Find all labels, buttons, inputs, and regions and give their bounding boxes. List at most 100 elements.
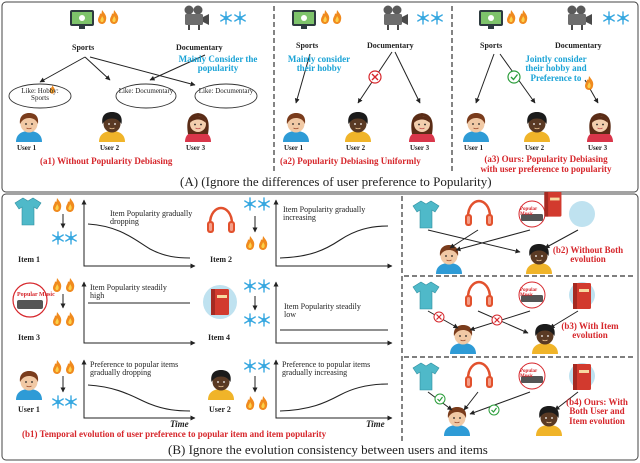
curve-item2-increasing (279, 225, 389, 259)
item3-music-text: Popular Music (17, 292, 55, 298)
b3-tshirt-icon (412, 281, 440, 310)
b4-title: (b4) Ours: With Both User and Item evolu… (566, 397, 628, 426)
b4-check-icons (434, 393, 500, 416)
b3-book-icon (569, 282, 595, 309)
a1-bubble-3 (194, 83, 258, 109)
user2-trend-icons (244, 359, 270, 410)
a1-bubble-2 (115, 83, 177, 109)
item4-trend-icons (244, 279, 270, 327)
user2-evolution-avatar (207, 369, 235, 401)
a3-user2-label: User 2 (525, 144, 545, 152)
b2-title: (b2) Without Both evolution (552, 245, 624, 265)
b4-tshirt-icon (412, 362, 440, 391)
user1-trend-icons (52, 360, 77, 409)
a1-documentary-label: Documentary (176, 43, 223, 52)
a3-user3-avatar (586, 112, 614, 143)
chart-item3-label: Item Popularity steadily high (90, 283, 167, 301)
a3-check-icon (507, 70, 521, 84)
a3-user1-label: User 1 (464, 144, 484, 152)
a3-user2-avatar (523, 111, 551, 143)
a1-bubble-1 (8, 83, 72, 109)
a1-user2-label: User 2 (100, 144, 120, 152)
a1-user1-avatar (15, 112, 43, 143)
a3-user3-label: User 3 (588, 144, 608, 152)
curve-item1-dropping (87, 223, 191, 259)
a2-user2-avatar (344, 111, 372, 143)
item3-label: Item 3 (18, 333, 40, 342)
a1-title: (a1) Without Popularity Debiasing (40, 156, 173, 166)
item1-tshirt-icon (14, 197, 42, 226)
b3-title: (b3) With Item evolution (561, 321, 619, 341)
a1-sports-icon (70, 10, 119, 29)
curve-user1-dropping (87, 384, 191, 412)
user2-label: User 2 (209, 405, 231, 414)
user1-label: User 1 (18, 405, 40, 414)
a1-arrows (39, 54, 206, 87)
b4-music-text: Popular Music (520, 369, 538, 380)
chart-axes (81, 199, 393, 421)
a2-user1-avatar (282, 112, 310, 143)
chart-item1-label: Item Popularity gradually dropping (110, 209, 193, 227)
a1-user3-avatar (184, 112, 212, 143)
a3-title-line1: (a3) Ours: Popularity Debiasing (484, 154, 608, 164)
a2-sports-label: Sports (296, 41, 319, 50)
b2-tshirt-icon (412, 200, 440, 229)
item2-label: Item 2 (210, 255, 232, 264)
a1-user1-label: User 1 (17, 144, 37, 152)
a2-title: (a2) Popularity Debiasing Uniformly (280, 156, 421, 166)
b4-user1-avatar (443, 406, 471, 437)
a2-user3-avatar (408, 112, 436, 143)
a1-user2-avatar (98, 111, 126, 143)
item1-trend-icons (52, 198, 77, 245)
a3-sports-icon (479, 10, 528, 29)
panel-a-frame (1, 1, 639, 193)
a1-sports-label: Sports (72, 43, 95, 52)
a3-documentary-icon (567, 5, 629, 30)
a2-sports-icon (292, 10, 342, 29)
item3-music-icon (12, 282, 48, 318)
b4-music-icon (518, 362, 546, 390)
a1-bubble2-text: Like: Documentary (118, 87, 174, 95)
time-axis-label-1: Time (170, 419, 189, 429)
item2-trend-icons (244, 197, 270, 250)
b1-title: (b1) Temporal evolution of user preferen… (22, 429, 327, 439)
a1-bubble1-text: Like: Hobby: Sports (21, 87, 59, 103)
b2-music-icon (518, 200, 546, 228)
b3-headphone-icon (463, 280, 495, 309)
a2-user3-label: User 3 (410, 144, 430, 152)
b4-headphone-icon (463, 361, 495, 390)
chart-item2-label: Item Popularity gradually increasing (283, 205, 366, 223)
b2-music-text: Popular Music (520, 207, 538, 218)
b3-cross-icons (433, 311, 503, 326)
panel-a-caption: (A) (Ignore the differences of user pref… (180, 174, 492, 189)
a3-documentary-label: Documentary (555, 41, 602, 50)
a2-user1-label: User 1 (284, 144, 304, 152)
a3-note: Jointly consider their hobby and Prefere… (525, 54, 587, 83)
a2-documentary-icon (383, 5, 443, 30)
chart-user1-label: Preference to popular items gradually dr… (90, 360, 179, 378)
panel-b-caption: (B) Ignore the evolution consistency bet… (168, 442, 488, 457)
a1-bubble3-text: Like: Documentary (198, 87, 254, 95)
panel-b-frame (1, 193, 639, 461)
time-axis-label-2: Time (366, 419, 385, 429)
b4-book-icon (569, 363, 595, 390)
a1-user3-label: User 3 (186, 144, 206, 152)
item4-label: Item 4 (208, 333, 230, 342)
a2-note: Mainly consider their hobby (287, 54, 351, 74)
chart-user2-label: Preference to popular items gradually in… (282, 360, 371, 378)
item4-book-icon (203, 285, 237, 319)
b2-headphone-icon (463, 199, 495, 228)
a3-title-line2: with user preference to popularity (480, 164, 612, 174)
a3-sports-label: Sports (480, 41, 503, 50)
user1-evolution-avatar (15, 370, 43, 401)
a1-documentary-icon (184, 5, 246, 30)
b3-music-icon (518, 281, 546, 309)
b2-book-icon (544, 191, 595, 227)
item3-trend-icons (53, 278, 75, 326)
a2-user2-label: User 2 (346, 144, 366, 152)
item1-label: Item 1 (18, 255, 40, 264)
b4-user2-avatar (535, 405, 563, 437)
a2-documentary-label: Documentary (367, 41, 414, 50)
item2-headphone-icon (205, 206, 237, 235)
